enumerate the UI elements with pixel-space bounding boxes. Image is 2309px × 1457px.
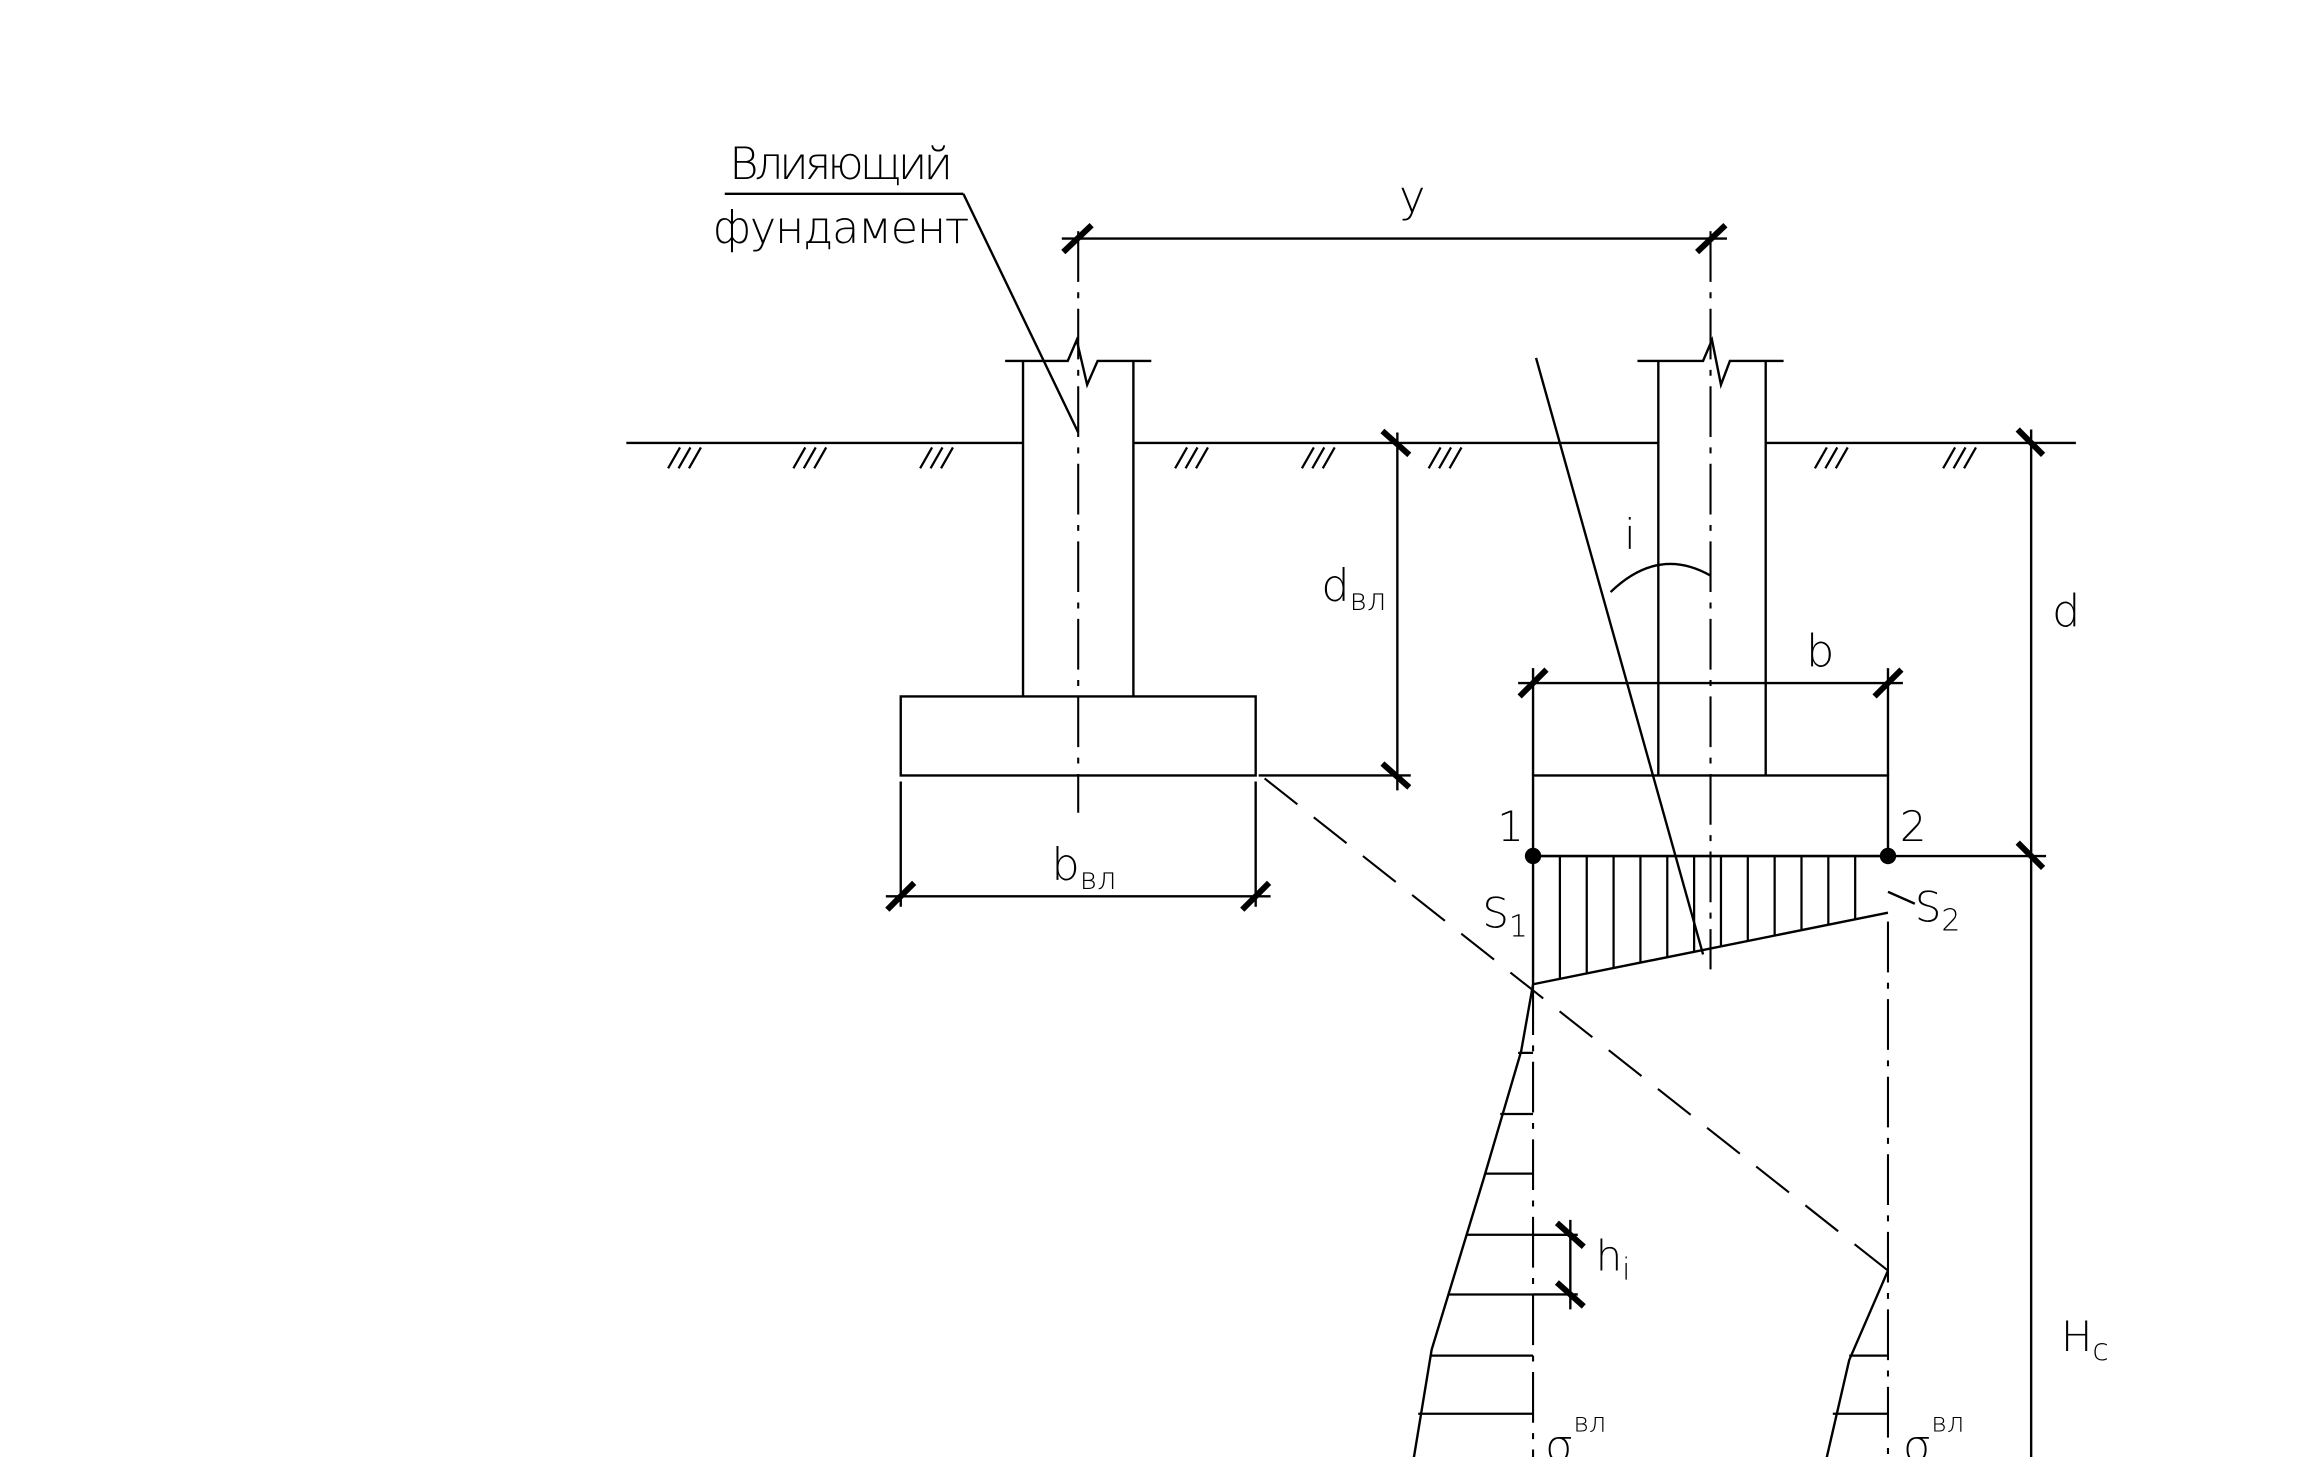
angle-i-label: i (1624, 510, 1636, 559)
stress-pz1-label: σвл (1545, 1408, 1606, 1457)
settlement-diagram (1524, 847, 1916, 986)
ground-hatching (667, 446, 1977, 469)
point-2-label: 2 (1900, 802, 1927, 851)
influencing-label-leader (724, 192, 1080, 433)
influencing-foundation (899, 231, 1257, 813)
depth-d-influencing-main: d (1321, 559, 1349, 612)
stress-pz2-sub: pz2 (1942, 1455, 1990, 1457)
compressible-hc-sub: c (2092, 1333, 2108, 1368)
depth-d-influencing-sub: вл (1350, 583, 1387, 618)
settlement-s2-main: S (1915, 883, 1942, 932)
stress-pz2-sup: вл (1931, 1408, 1964, 1439)
dimension-hi (1533, 1219, 1586, 1310)
dimension-d-and-hc (1887, 427, 2047, 1457)
influencing-foundation-label-line1: Влияющий (729, 137, 953, 190)
point-1-label: 1 (1497, 802, 1524, 851)
settlement-s2-label: S2 (1915, 883, 1960, 939)
width-b-influencing-sub: вл (1080, 862, 1117, 897)
layer-hi-sub: i (1622, 1253, 1630, 1288)
inclination-line (1534, 357, 1712, 955)
compressible-hc-main: H (2061, 1312, 2092, 1361)
dimension-b-influencing (885, 781, 1272, 912)
dimension-d-influencing (1258, 428, 1412, 791)
settlement-s2-sub: 2 (1941, 904, 1960, 939)
stress-pz1-main: σ (1545, 1419, 1573, 1457)
layer-hi-label: hi (1596, 1232, 1631, 1288)
dimension-y (1061, 223, 1728, 255)
layer-hi-main: h (1596, 1232, 1622, 1281)
point-1-marker (1524, 847, 1542, 865)
stress-epure-point-1 (1412, 984, 1535, 1457)
compressible-hc-label: Hc (2061, 1312, 2109, 1368)
stress-pz2-label: σвл (1903, 1408, 1964, 1457)
width-b-label: b (1806, 625, 1834, 678)
width-b-influencing-main: b (1051, 838, 1079, 891)
settlement-s1-main: S (1482, 889, 1509, 938)
influencing-foundation-label-line2: фундамент (713, 201, 970, 254)
depth-d-label: d (2052, 584, 2080, 637)
depth-d-influencing-label: dвл (1321, 559, 1386, 618)
width-b-influencing-label: bвл (1051, 838, 1116, 897)
stress-pz1-sup: вл (1573, 1408, 1606, 1439)
vertical-axes (1532, 921, 1890, 1457)
distance-y-label: y (1399, 170, 1425, 223)
settlement-s1-label: S1 (1482, 889, 1527, 945)
dimension-b-design (1517, 667, 1904, 776)
stress-pz2-main: σ (1903, 1419, 1931, 1457)
settlement-s1-sub: 1 (1509, 910, 1528, 945)
influence-dashed-line (1263, 777, 1889, 1272)
point-2-marker (1879, 847, 1897, 865)
stress-pz1-sub: pz1 (1584, 1455, 1632, 1457)
stress-epure-point-2 (1825, 1270, 1890, 1457)
